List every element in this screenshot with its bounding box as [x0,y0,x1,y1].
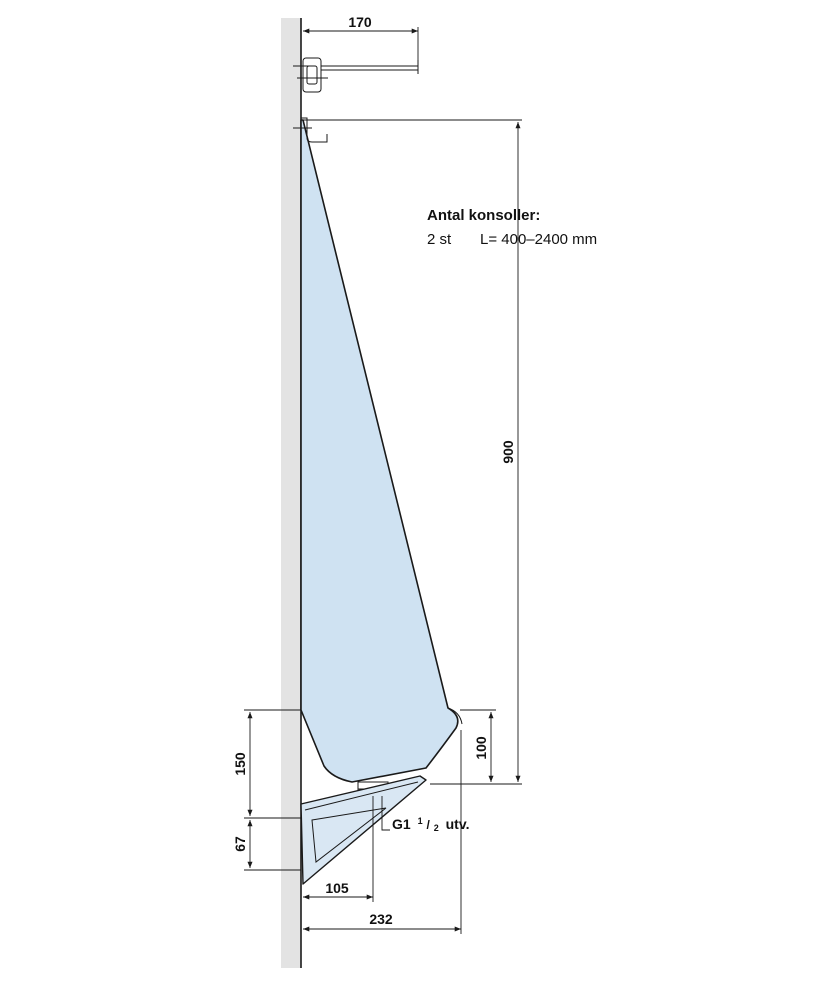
outlet-label: G1 1 / 2 utv. [381,796,469,834]
outlet-label-denominator: 2 [434,823,439,833]
tank-lip [447,707,463,725]
dimension-bracket-height-label: 67 [232,836,248,852]
outlet-label-suffix: utv. [446,816,470,832]
dimension-bracket-height: 67 [232,820,301,871]
floor-bracket-inner-line [304,781,419,811]
note-count: 2 st [427,231,452,248]
outlet-label-numerator: 1 [418,816,423,826]
dimension-outlet-height: 100 [460,709,496,782]
dimension-top-width-label: 170 [348,14,372,30]
wall [281,18,301,968]
tank-hook [293,117,328,143]
dimension-bracket-depth: 105 [303,796,374,902]
floor-bracket-cutout [311,807,387,863]
note-title: Antal konsoller: [427,207,540,224]
dimension-bracket-depth-label: 105 [325,880,349,896]
note-length: L= 400–2400 mm [480,231,597,248]
bracket-count-note: Antal konsoller: 2 st L= 400–2400 mm [427,207,597,248]
tank-body [300,119,459,783]
dimension-total-depth: 232 [303,730,462,934]
dimension-height: 900 [326,119,522,785]
dimension-lower-height: 150 [232,709,301,819]
dimension-height-label: 900 [500,440,516,464]
outlet-label-slash: / [426,818,430,832]
svg-text:G1 1 / 2: G1 1 / 2 utv. [392,811,469,834]
wall-bracket-top [293,57,419,93]
dimension-total-depth-label: 232 [369,911,393,927]
dimension-outlet-height-label: 100 [473,736,489,760]
dimension-top-width: 170 [303,14,419,60]
outlet-label-prefix: G1 [392,816,411,832]
dimension-lower-height-label: 150 [232,752,248,776]
